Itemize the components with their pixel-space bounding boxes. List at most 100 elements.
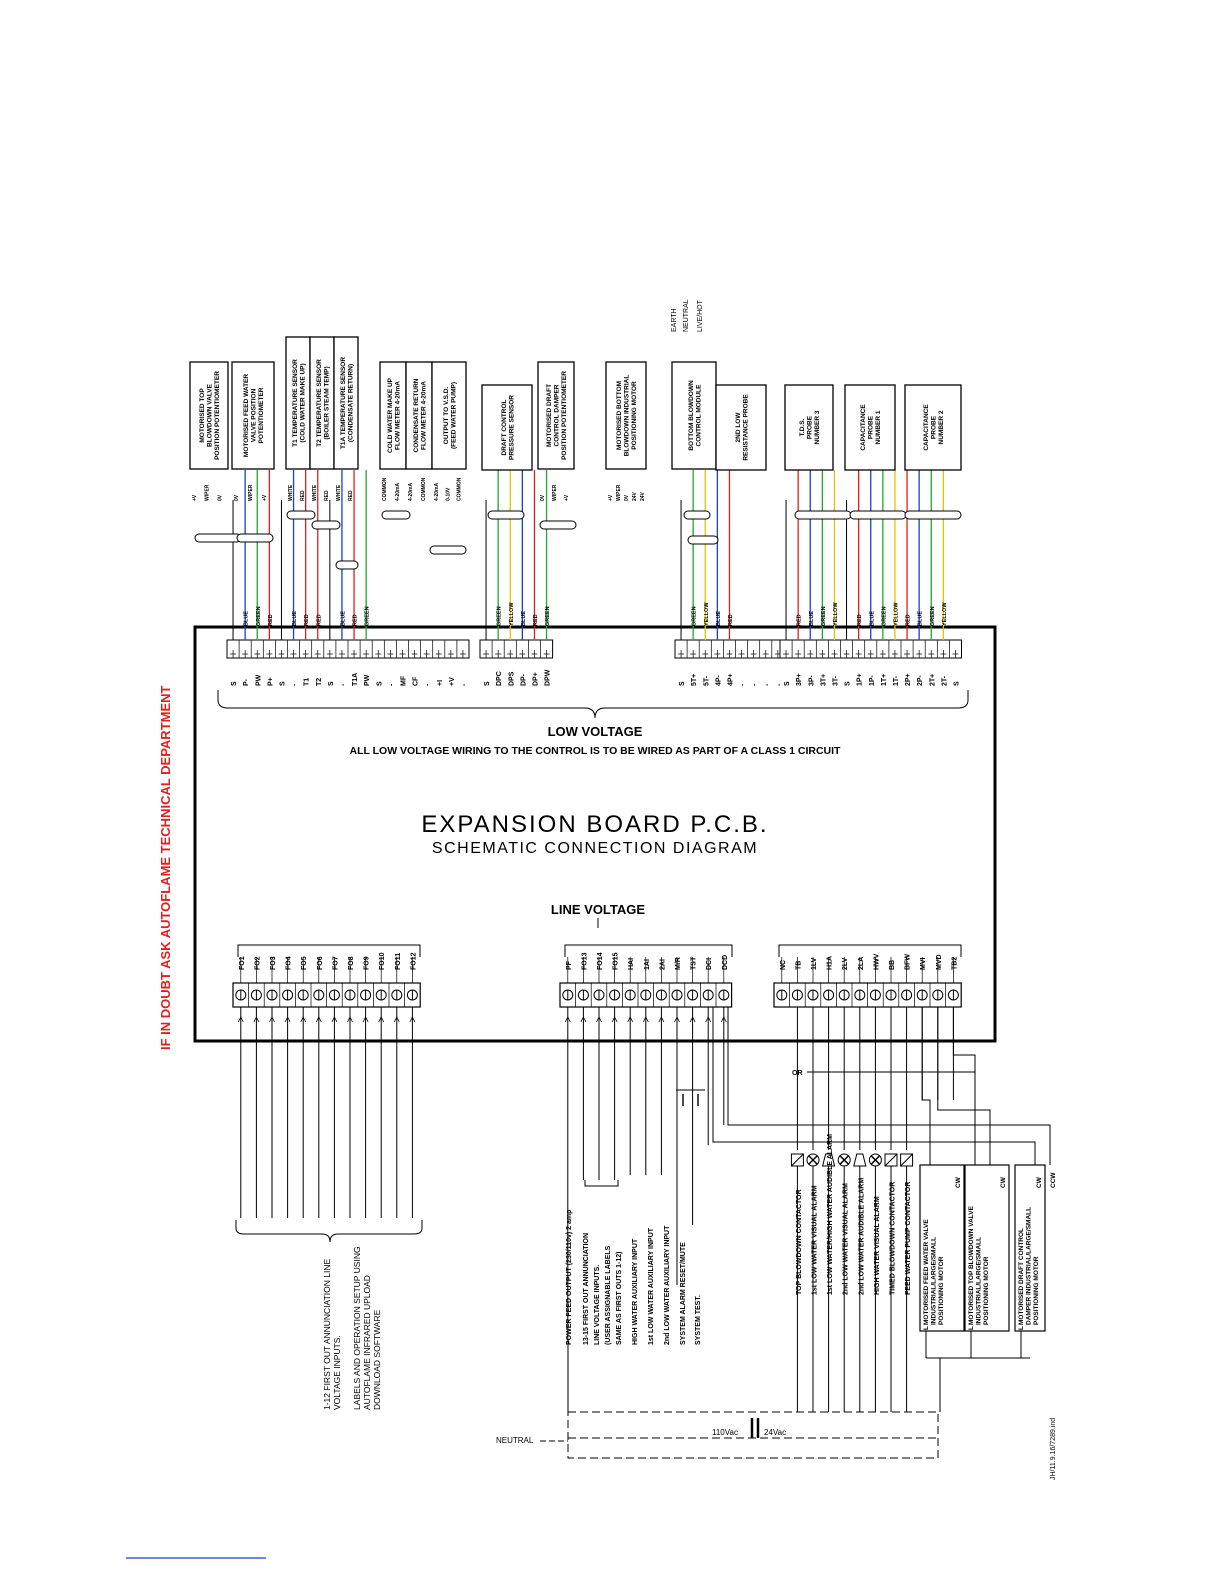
cable-sleeve bbox=[335, 560, 359, 570]
cable-sleeve bbox=[381, 510, 411, 520]
hv-bracket bbox=[564, 944, 733, 957]
horn-icon bbox=[853, 1153, 867, 1167]
hv-terminal-label: FO9 bbox=[364, 956, 371, 970]
lv-terminal-label: 3T+ bbox=[820, 674, 827, 686]
hv-terminal-label: TST bbox=[691, 956, 698, 970]
low-voltage-heading: LOW VOLTAGE bbox=[548, 724, 643, 739]
device-label: CAPACITANCE bbox=[923, 404, 930, 451]
board-title: EXPANSION BOARD P.C.B. bbox=[421, 811, 768, 838]
wire-colour-label: BLUE bbox=[869, 611, 875, 626]
lv-terminal-label: DP+ bbox=[532, 672, 539, 686]
dcd-wire bbox=[727, 1007, 1051, 1165]
lv-terminal-label: T1 bbox=[304, 678, 311, 686]
wire-colour-label: BLUE bbox=[918, 611, 924, 626]
device-label: FLOW METER 4-20mA bbox=[420, 381, 427, 450]
lv-terminal-label: T2 bbox=[316, 678, 323, 686]
device-box-8 bbox=[481, 384, 533, 471]
line-voltage-heading: LINE VOLTAGE bbox=[551, 902, 645, 917]
device-pin-label: COMMON bbox=[457, 477, 463, 501]
device-pin-label: +V bbox=[608, 494, 614, 501]
lv-terminal-label: S bbox=[376, 681, 383, 686]
right-note: 1st LOW WATER VISUAL ALARM bbox=[812, 1185, 819, 1295]
device-box-14 bbox=[844, 384, 896, 471]
right-note: TOP BLOWDOWN CONTACTOR bbox=[796, 1189, 803, 1295]
lv-terminal-label: +V bbox=[449, 677, 456, 686]
device-label: FLOW METER 4-20mA bbox=[394, 381, 401, 450]
lv-terminal-label: - bbox=[388, 683, 395, 686]
wire-colour-label: GREEN bbox=[256, 606, 262, 626]
device-box-13 bbox=[784, 384, 834, 471]
hv-terminal-label: FO11 bbox=[395, 953, 402, 970]
device-label: T2 TEMPERATURE SENSOR bbox=[316, 359, 323, 447]
wire-colour-label: YELLOW bbox=[833, 602, 839, 626]
cable-sleeve bbox=[539, 520, 577, 530]
cable-sleeve bbox=[311, 520, 341, 530]
lv-terminal-label: CF bbox=[413, 676, 420, 686]
lv-terminal-label: - bbox=[292, 683, 299, 686]
hv-terminal-label: 2LA bbox=[858, 957, 865, 970]
lv-terminal-label: DP- bbox=[520, 673, 527, 686]
device-label: POSITIONING MOTOR bbox=[631, 381, 638, 450]
device-pin-label: 0-10V bbox=[445, 487, 451, 501]
device-label: BLOWDOWN VALVE bbox=[207, 383, 214, 447]
device-box-1 bbox=[231, 361, 275, 470]
device-label: MOTORISED DRAFT bbox=[546, 384, 553, 447]
mid-note: SYSTEM TEST. bbox=[695, 1295, 702, 1345]
device-pin-label: WIPER bbox=[616, 484, 622, 501]
hv-terminal-label: 2LV bbox=[842, 957, 849, 970]
cable-sleeve bbox=[687, 535, 719, 545]
right-note: 2nd LOW WATER AUDIBLE ALARM bbox=[858, 1178, 865, 1295]
lv-terminal-label: MF bbox=[400, 675, 407, 686]
neutral-label: NEUTRAL bbox=[496, 1436, 534, 1445]
mid-note: HIGH WATER AUXILIARY INPUT bbox=[632, 1238, 639, 1345]
mid-note: 13-15 FIRST OUT ANNUNCIATION bbox=[583, 1233, 590, 1345]
motor-box-0 bbox=[919, 1164, 965, 1332]
motor-cw: CW bbox=[1000, 1176, 1007, 1188]
fo-note-2: VOLTAGE INPUTS. bbox=[332, 1335, 342, 1410]
hv-terminal-label: HWV bbox=[873, 953, 880, 970]
mid-note: POWER FEED OUTPUT (230/110v) 2 amp bbox=[566, 1210, 573, 1345]
device-box-2 bbox=[285, 336, 311, 470]
device-pin-label: RED bbox=[324, 490, 330, 501]
device-pin-label: WHITE bbox=[288, 484, 294, 501]
low-voltage-brace bbox=[217, 690, 969, 719]
cable-sleeve bbox=[236, 533, 274, 543]
lv-terminal-label: S bbox=[231, 681, 238, 686]
device-label: POSITION POTENTIOMETER bbox=[561, 371, 568, 460]
right-note: FEED WATER PUMP CONTACTOR bbox=[905, 1182, 912, 1295]
side-note: IF IN DOUBT ASK AUTOFLAME TECHNICAL DEPA… bbox=[158, 685, 173, 1050]
lv-terminal-label: - bbox=[740, 683, 747, 686]
device-label: T1A TEMPERATURE SENSOR bbox=[340, 357, 347, 449]
wire-colour-label: RED bbox=[533, 614, 539, 626]
device-label: PROBE bbox=[931, 415, 938, 439]
lv-terminal-label: 3P+ bbox=[796, 673, 803, 686]
fo-note-5: DOWNLOAD SOFTWARE bbox=[372, 1309, 382, 1410]
device-label: RESISTANCE PROBE bbox=[742, 394, 749, 461]
device-label: NUMBER 1 bbox=[875, 410, 882, 444]
device-pin-label: +V bbox=[262, 494, 268, 501]
device-label: 2ND LOW bbox=[735, 412, 742, 443]
lv-terminal-label: 4P+ bbox=[727, 673, 734, 686]
device-label: CONTROL DAMPER bbox=[554, 384, 561, 446]
right-note: TIMED BLOWDOWN CONTACTOR bbox=[890, 1182, 897, 1295]
motor-label: INDUSTRIAL/LARGE/SMALL bbox=[976, 1237, 983, 1325]
device-label: NUMBER 2 bbox=[938, 410, 945, 444]
drawing-ref: JH/11.9.16/7289.ind bbox=[1050, 1418, 1057, 1480]
lv-terminal-label: PW bbox=[255, 674, 262, 686]
pcb-outline bbox=[193, 625, 997, 1043]
lv-terminal-label: S bbox=[784, 681, 791, 686]
device-pin-label: 4-20mA bbox=[395, 483, 401, 501]
device-pin-label: WIPER bbox=[552, 484, 558, 501]
lv-terminal-label: 3T- bbox=[832, 675, 839, 686]
wire-colour-label: YELLOW bbox=[942, 602, 948, 626]
cable-sleeve bbox=[286, 510, 316, 520]
horn-icon bbox=[821, 1153, 836, 1167]
lv-terminal-label: 3P- bbox=[808, 674, 815, 686]
device-box-11 bbox=[671, 361, 717, 470]
hv-terminal-label: TB2 bbox=[951, 957, 958, 970]
device-label: MOTORISED BOTTOM bbox=[616, 381, 623, 450]
lv-terminal-label: PW bbox=[364, 674, 371, 686]
motor-label: DAMPER INDUSTRIAL/LARGE/SMALL bbox=[1026, 1207, 1033, 1325]
hv-terminal-label: H1A bbox=[827, 956, 834, 970]
